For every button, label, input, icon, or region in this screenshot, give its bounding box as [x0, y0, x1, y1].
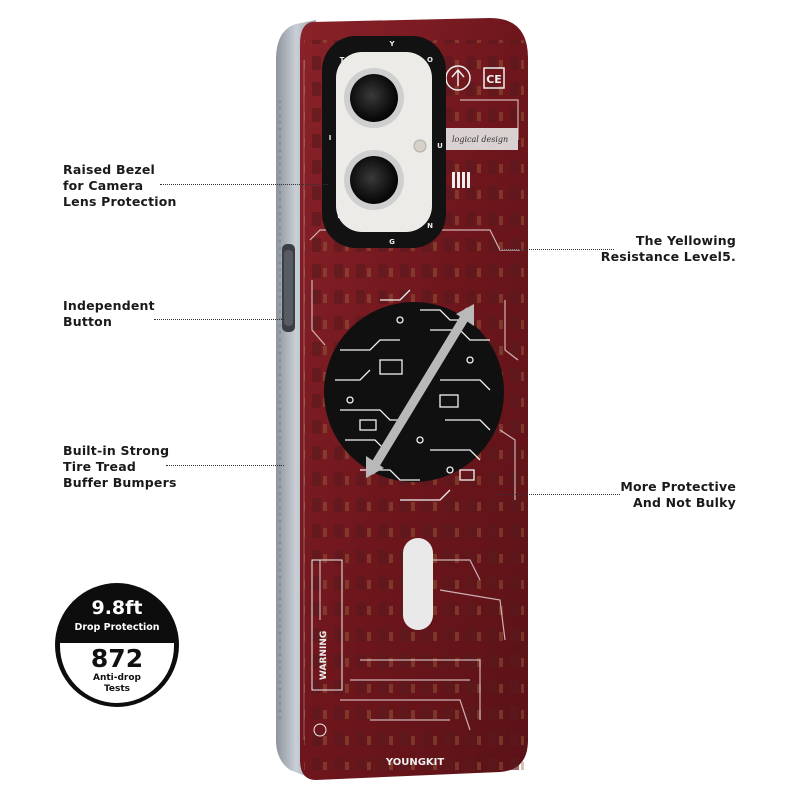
callout-line: Resistance Level5.: [600, 249, 736, 264]
ce-mark: CE: [486, 73, 502, 86]
brand-logo: YOUNGKIT: [385, 757, 445, 768]
callout-yellowing-resistance: The Yellowing Resistance Level5.: [601, 233, 736, 265]
tests-label: Tests: [103, 684, 131, 694]
logic-text: logical design: [452, 135, 508, 144]
callout-line: Built-in Strong: [63, 443, 170, 458]
warning-label: WARNING: [319, 631, 329, 680]
callout-buffer-bumpers: Built-in Strong Tire Tread Buffer Bumper…: [63, 443, 177, 491]
leader-line-bezel: [160, 184, 328, 185]
svg-text:K: K: [337, 212, 343, 220]
callout-line: Lens Protection: [63, 194, 177, 209]
callout-line: And Not Bulky: [632, 495, 736, 510]
drop-label: Drop Protection: [74, 622, 160, 633]
svg-text:N: N: [427, 222, 433, 230]
svg-text:G: G: [389, 238, 395, 246]
leader-line-protective: [496, 494, 620, 495]
drop-height: 9.8ft: [91, 597, 143, 619]
badge-top: 9.8ft Drop Protection: [55, 583, 179, 643]
callout-line: Independent: [63, 298, 155, 313]
callout-line: for Camera: [63, 178, 144, 193]
svg-text:T: T: [340, 56, 345, 64]
callout-line: Raised Bezel: [63, 162, 156, 177]
leader-line-bumpers: [166, 465, 284, 466]
leader-line-button: [154, 319, 284, 320]
magsafe-ring: [324, 302, 504, 482]
oval-cutout: [403, 538, 433, 630]
flash: [413, 139, 427, 153]
callout-line: The Yellowing: [635, 233, 736, 248]
callout-independent-button: Independent Button: [63, 298, 155, 330]
callout-raised-bezel: Raised Bezel for Camera Lens Protection: [63, 162, 177, 210]
callout-line: Button: [63, 314, 113, 329]
callout-line: Tire Tread: [63, 459, 136, 474]
tests-label: Anti-drop: [92, 673, 141, 683]
svg-text:O: O: [427, 56, 433, 64]
callout-line: Buffer Bumpers: [63, 475, 177, 490]
callout-line: More Protective: [620, 479, 736, 494]
tests-count: 872: [90, 644, 144, 673]
callout-more-protective: More Protective And Not Bulky: [620, 479, 736, 511]
drop-protection-badge: 9.8ft Drop Protection 872 Anti-drop Test…: [55, 583, 179, 707]
svg-text:I: I: [329, 134, 332, 142]
svg-text:Y: Y: [388, 40, 395, 48]
svg-text:U: U: [437, 142, 443, 150]
badge-bottom: 872 Anti-drop Tests: [60, 643, 174, 703]
leader-line-yellowing: [500, 249, 614, 250]
